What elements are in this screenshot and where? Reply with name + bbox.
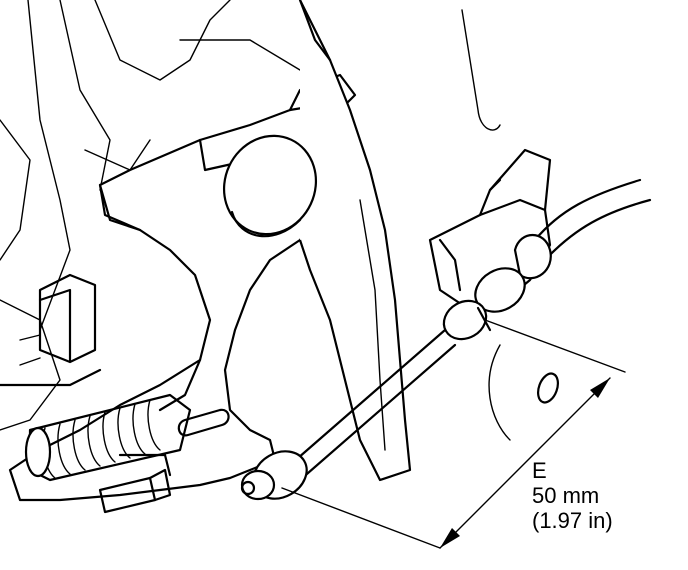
bracket-hole bbox=[488, 344, 559, 441]
dimension-label: E 50 mm (1.97 in) bbox=[532, 458, 613, 533]
dimension-extension-lower bbox=[281, 487, 441, 549]
dimension-letter: E bbox=[532, 458, 547, 483]
pivot-boss bbox=[222, 134, 318, 238]
bracket-slot bbox=[177, 408, 230, 437]
dimension-metric: 50 mm bbox=[532, 483, 600, 508]
dimension-line bbox=[439, 377, 611, 549]
arrowhead-upper bbox=[590, 378, 610, 398]
stop-bolt bbox=[98, 453, 172, 514]
dimension-extension-upper bbox=[484, 319, 626, 373]
dimension-e bbox=[281, 319, 626, 549]
lower-rod-end bbox=[240, 450, 308, 501]
right-panel-edge bbox=[461, 9, 501, 131]
dimension-imperial: (1.97 in) bbox=[532, 508, 613, 533]
pedal-spring bbox=[24, 393, 192, 482]
cable-housing bbox=[513, 178, 652, 280]
linkage-rod bbox=[288, 328, 457, 482]
left-mount-bracket bbox=[0, 273, 102, 387]
upper-cable-end bbox=[442, 267, 526, 341]
arrowhead-lower bbox=[440, 528, 460, 548]
